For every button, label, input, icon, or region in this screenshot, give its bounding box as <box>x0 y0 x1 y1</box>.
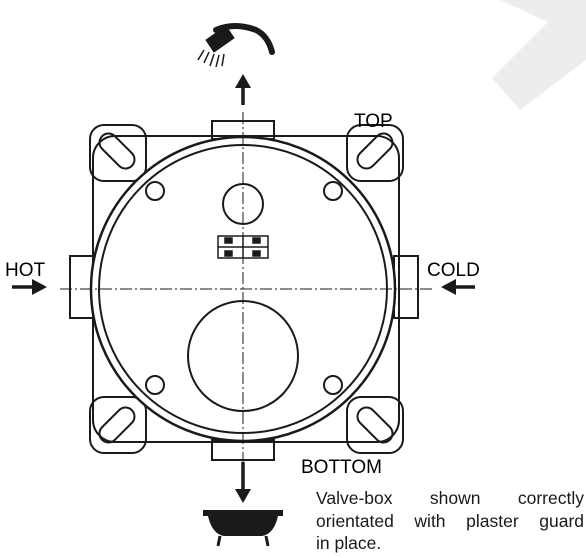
cold-inlet-boss <box>393 255 419 319</box>
corner-lug-top-left <box>89 124 147 182</box>
caption: Valve-box shown correctly orientated wit… <box>316 487 584 555</box>
bath-tub-icon <box>203 510 283 547</box>
corner-lug-bottom-right <box>346 396 404 454</box>
screw-hole-bottom-left <box>145 375 165 395</box>
outlet-top-arrow <box>235 74 251 105</box>
label-top: TOP <box>354 111 393 132</box>
corner-lug-top-right <box>346 124 404 182</box>
screw-hole-bottom-right <box>323 375 343 395</box>
watermark-mark <box>492 0 586 110</box>
cold-inlet-arrow <box>441 279 475 295</box>
shower-head-icon <box>197 23 275 68</box>
corner-lug-bottom-left <box>89 396 147 454</box>
caption-line-2: orientated with plaster guard <box>316 510 584 531</box>
outlet-bottom-arrow <box>235 462 251 503</box>
label-hot: HOT <box>5 260 46 281</box>
label-bottom: BOTTOM <box>301 457 382 478</box>
caption-line-1: Valve-box shown correctly <box>316 488 584 508</box>
label-cold: COLD <box>427 260 480 281</box>
screw-hole-top-right <box>323 181 343 201</box>
screw-hole-top-left <box>145 181 165 201</box>
hot-inlet-arrow <box>12 279 47 295</box>
caption-line-3: in place. <box>316 533 382 553</box>
